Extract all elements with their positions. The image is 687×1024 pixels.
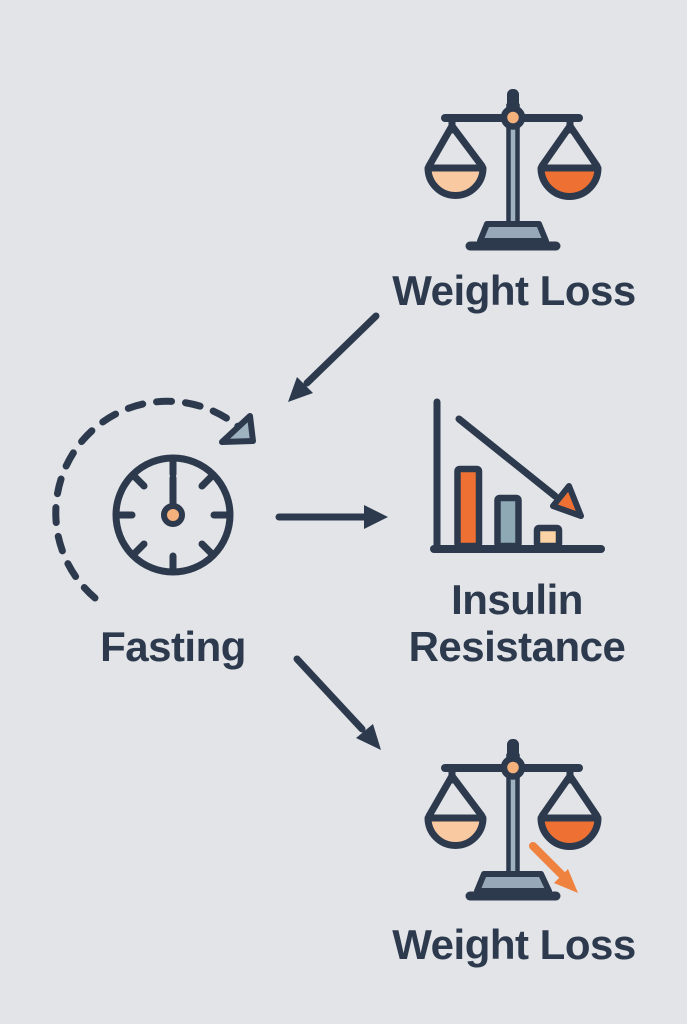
scale-right-pan [537,164,602,200]
label-weight-loss-bottom: Weight Loss [392,921,636,968]
clock-center-dot [161,503,185,527]
arrow-weightloss-to-fasting [288,312,380,402]
cycle-arc-arrowhead [219,413,256,445]
label-weight-loss-top: Weight Loss [392,267,636,314]
bar-medium [494,494,522,550]
label-insulin-resistance: Insulin Resistance [408,576,626,671]
balance-scale-down-arrow-icon [424,739,602,901]
bar-short [533,524,563,550]
scale-left-pan [424,814,487,849]
balance-scale-icon [424,89,602,251]
declining-bar-chart-icon [430,398,605,553]
cycle-arc [52,397,256,602]
orange-declining-arrow [529,842,578,893]
scale-right-pan [537,814,602,850]
arrow-fasting-to-weightloss [293,655,381,750]
trend-arrowhead [550,483,584,519]
arrow-fasting-to-insulin [275,505,388,529]
bar-tall [454,465,483,550]
stopwatch-icon [112,454,234,576]
scale-left-pan [424,164,487,199]
label-fasting: Fasting [100,623,246,670]
